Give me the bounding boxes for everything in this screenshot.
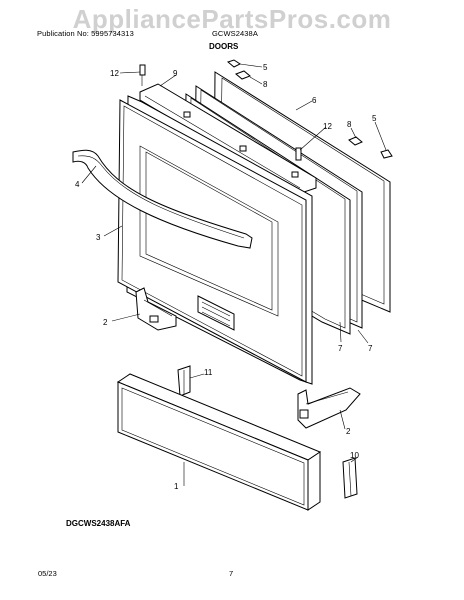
callout-label: 1 [174, 482, 179, 491]
section-title: DOORS [209, 42, 239, 51]
drawer-bracket-right [342, 457, 358, 499]
hinge-left [135, 287, 177, 331]
callout-label: 5 [263, 63, 268, 72]
callout-label: 7 [338, 344, 343, 353]
drawer-bracket-left [177, 365, 191, 397]
drawer-front-panel [116, 373, 322, 511]
callout-label: 6 [312, 96, 317, 105]
callout-label: 5 [372, 114, 377, 123]
hinge-right [297, 387, 361, 429]
callout-label: 7 [368, 344, 373, 353]
publication-number: Publication No: 5995734313 [37, 29, 134, 38]
watermark: AppliancePartsPros.com [72, 4, 392, 34]
callout-label: 12 [110, 69, 119, 78]
page-number: 7 [229, 569, 234, 578]
fasteners-top [139, 59, 393, 161]
model-code: DGCWS2438AFA [66, 519, 131, 528]
leader-lines [81, 63, 387, 486]
callout-labels: 12 9 5 8 6 12 8 5 4 3 2 7 7 11 2 10 1 [75, 63, 377, 491]
callout-label: 8 [347, 120, 352, 129]
callout-label: 10 [350, 451, 359, 460]
door-handle [72, 149, 253, 249]
callout-label: 2 [346, 427, 351, 436]
callout-label: 12 [323, 122, 332, 131]
callout-label: 9 [173, 69, 178, 78]
callout-label: 2 [103, 318, 108, 327]
callout-label: 4 [75, 180, 80, 189]
door-top-bracket [139, 83, 317, 195]
footer-date: 05/23 [38, 569, 57, 578]
callout-label: 11 [204, 368, 213, 377]
callout-label: 3 [96, 233, 101, 242]
callout-label: 8 [263, 80, 268, 89]
model-number: GCWS2438A [212, 29, 258, 38]
